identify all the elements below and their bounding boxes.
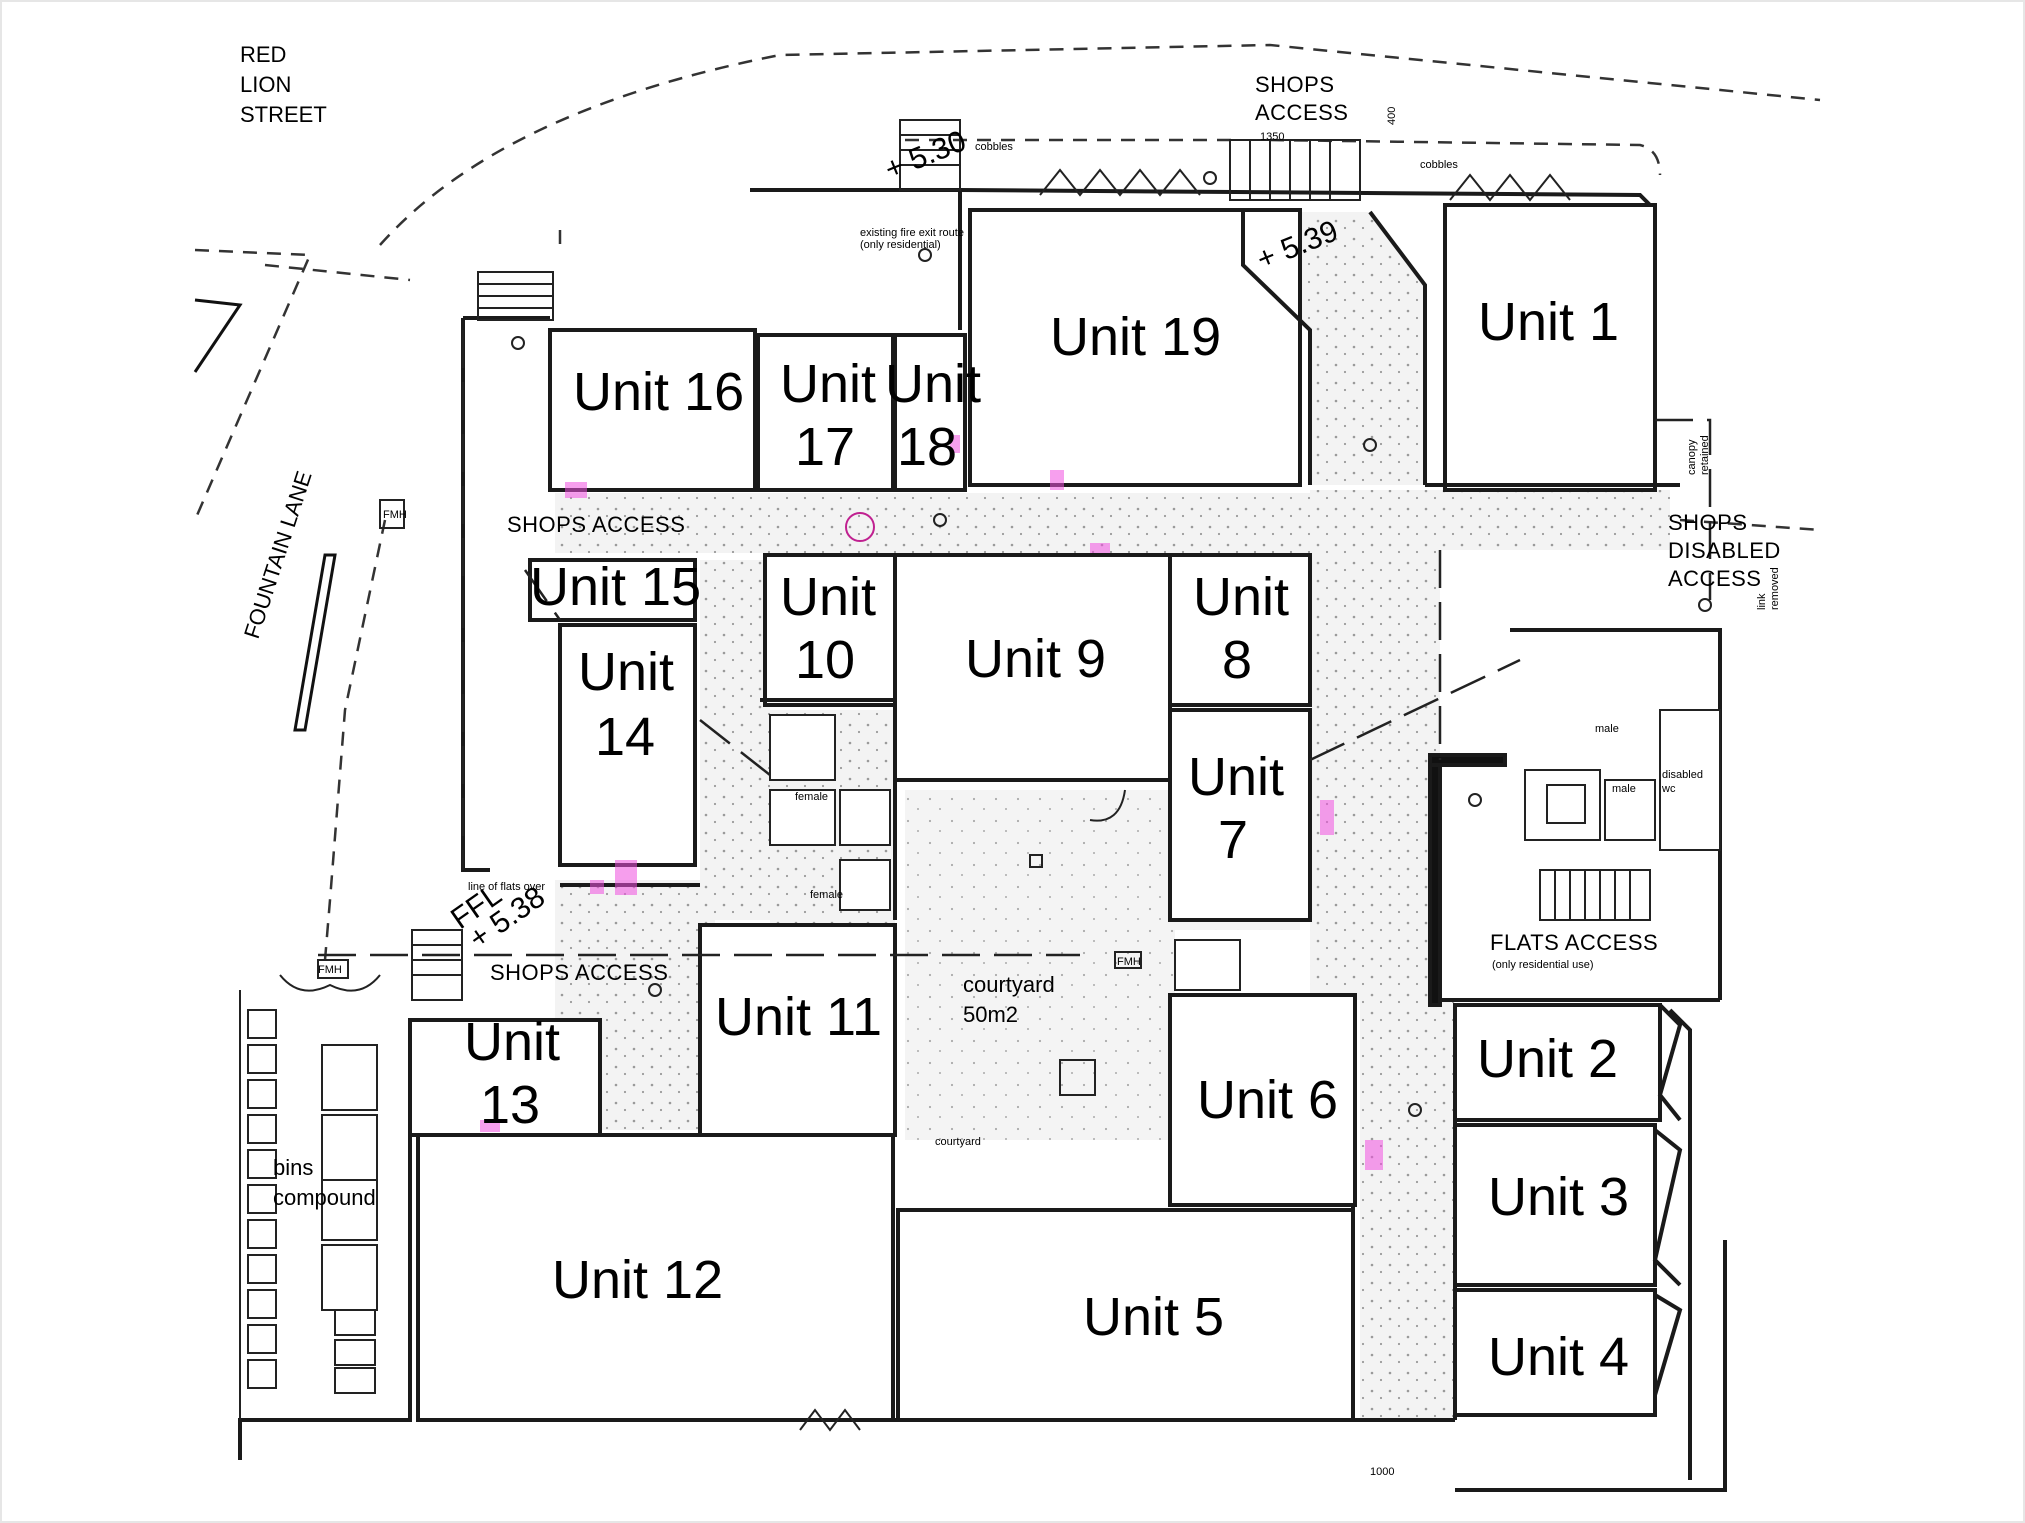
unit-10-label: Unit	[780, 567, 876, 627]
flats-access-label: FLATS ACCESS	[1490, 930, 1658, 955]
unit-17-label: Unit	[780, 354, 876, 414]
unit-16-room	[548, 328, 757, 492]
unit-6-label: Unit 6	[1197, 1070, 1338, 1130]
male-wc-label: male	[1595, 723, 1619, 735]
wc-fixtures	[769, 709, 1721, 911]
unit-8-label: 8	[1222, 630, 1252, 690]
unit-9-room	[893, 553, 1172, 782]
unit-18-label: Unit	[885, 354, 981, 414]
disabled-wc-label: wc	[1661, 783, 1676, 795]
stairs	[411, 119, 1651, 1001]
unit-walls	[408, 203, 1662, 1422]
shops-access-top-label: ACCESS	[1255, 100, 1348, 125]
unit-12-room	[416, 1133, 895, 1422]
unit-12-label: Unit 12	[552, 1250, 723, 1310]
canopy-note: canopy	[1686, 439, 1698, 475]
fire-exit-note: existing fire exit route	[860, 227, 964, 239]
highlight-marks	[480, 435, 1383, 1170]
unit-17-room	[756, 333, 895, 492]
unit-7-label: 7	[1218, 810, 1248, 870]
overhead-lines	[318, 330, 1712, 957]
unit-13-label: 13	[480, 1075, 540, 1135]
service-symbols	[379, 171, 1712, 1117]
flats-access-note: (only residential use)	[1492, 959, 1594, 971]
bins-compound-area	[239, 959, 381, 1420]
unit-16-label: Unit 16	[573, 362, 744, 422]
male-wc-label: male	[1612, 783, 1636, 795]
shops-access-top-label: SHOPS	[1255, 72, 1335, 97]
dimension-1350: 1350	[1260, 131, 1284, 143]
female-wc-label: female	[810, 889, 843, 901]
unit-3-room	[1453, 1123, 1657, 1287]
unit-10-room	[763, 553, 897, 707]
red-lion-street-label: STREET	[240, 102, 327, 127]
flats-over-note: line of flats over	[468, 881, 545, 893]
level-marker-top: + 5.30	[880, 124, 970, 186]
courtyard-features	[1029, 789, 1241, 1096]
unit-8-room	[1168, 553, 1312, 707]
shops-access-upper-label: SHOPS ACCESS	[507, 512, 685, 537]
shops-disabled-access-label: SHOPS	[1668, 510, 1748, 535]
unit-3-label: Unit 3	[1488, 1167, 1629, 1227]
link-removed-note: link	[1756, 593, 1768, 610]
link-removed-note: removed	[1769, 567, 1781, 610]
street-labels: RED LION STREET FOUNTAIN LANE	[239, 42, 327, 642]
unit-2-room	[1453, 1003, 1662, 1122]
unit-15-room	[528, 558, 697, 622]
canopy-note: retained	[1699, 435, 1711, 475]
shops-access-lower-label: SHOPS ACCESS	[490, 960, 668, 985]
unit-10-label: 10	[795, 630, 855, 690]
disabled-wc-label: disabled	[1662, 769, 1703, 781]
unit-15-label: Unit 15	[530, 557, 701, 617]
unit-18-room	[893, 333, 967, 492]
fmh-label: FMH	[383, 509, 407, 521]
fmh-label: FMH	[1117, 956, 1141, 968]
unit-18-label: 18	[897, 417, 957, 477]
unit-9-label: Unit 9	[965, 629, 1106, 689]
female-wc-label: female	[795, 791, 828, 803]
unit-11-label: Unit 11	[715, 987, 882, 1047]
unit-labels: Unit 1 Unit 19 Unit 16 Unit 17 Unit 18 U…	[464, 292, 1629, 1387]
shops-disabled-access-label: DISABLED	[1668, 538, 1781, 563]
red-lion-street-label: LION	[240, 72, 291, 97]
unit-5-label: Unit 5	[1083, 1287, 1224, 1347]
unit-19-label: Unit 19	[1050, 307, 1221, 367]
fire-exit-note: (only residential)	[860, 239, 941, 251]
unit-5-room	[896, 1208, 1355, 1422]
red-lion-street-label: RED	[240, 42, 286, 67]
shops-disabled-access-label: ACCESS	[1668, 566, 1761, 591]
fountain-lane-label: FOUNTAIN LANE	[239, 468, 317, 642]
unit-2-label: Unit 2	[1477, 1029, 1618, 1089]
unit-14-label: 14	[595, 707, 655, 767]
courtyard-small-label: courtyard	[935, 1136, 981, 1148]
unit-1-room	[1443, 203, 1657, 492]
courtyard-area-label: 50m2	[963, 1002, 1018, 1027]
unit-6-room	[1168, 993, 1357, 1207]
unit-17-label: 17	[795, 417, 855, 477]
unit-7-label: Unit	[1188, 747, 1284, 807]
courtyard-label: courtyard	[963, 972, 1055, 997]
fmh-label: FMH	[318, 964, 342, 976]
cobbles-note: cobbles	[975, 141, 1013, 153]
unit-4-label: Unit 4	[1488, 1327, 1629, 1387]
bins-compound-label: bins	[273, 1155, 313, 1180]
unit-13-label: Unit	[464, 1012, 560, 1072]
access-labels: SHOPS ACCESS SHOPS ACCESS SHOPS ACCESS S…	[490, 72, 1781, 985]
cobbles-note: cobbles	[1420, 159, 1458, 171]
bifold-doors	[799, 168, 1571, 1432]
bins-compound-label: compound	[273, 1185, 376, 1210]
unit-8-label: Unit	[1193, 567, 1289, 627]
unit-7-room	[1168, 708, 1312, 922]
dimension-1000: 1000	[1370, 1466, 1394, 1478]
unit-1-label: Unit 1	[1478, 292, 1619, 352]
unit-14-label: Unit	[578, 642, 674, 702]
unit-11-room	[698, 923, 897, 1137]
dimension-400: 400	[1386, 107, 1398, 125]
street-edge	[193, 298, 337, 732]
